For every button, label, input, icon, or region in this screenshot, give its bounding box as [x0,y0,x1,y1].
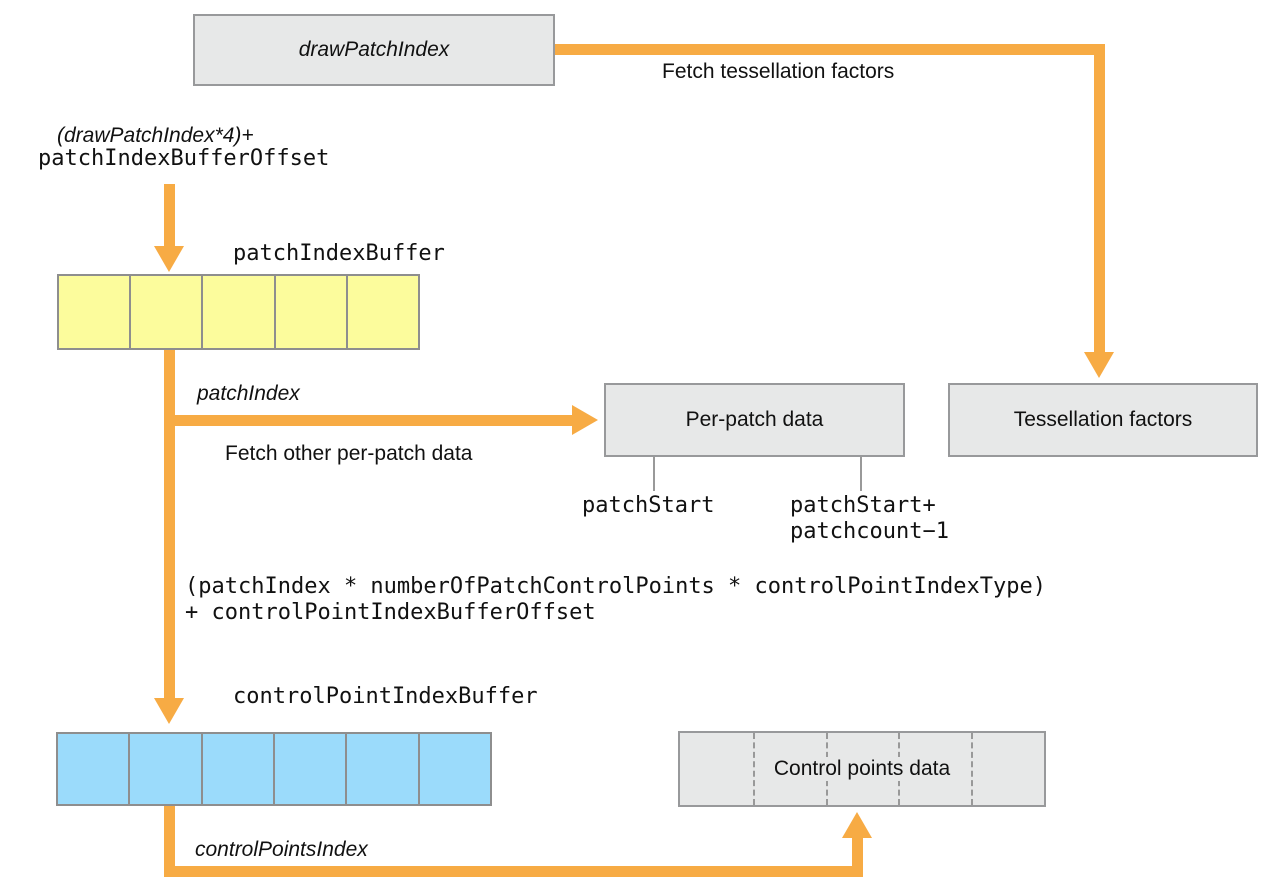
buffer-cell [203,276,276,348]
node-tessellation-factors: Tessellation factors [948,383,1258,457]
arrowhead-down-icon [154,246,184,272]
patch-index-label: patchIndex [197,382,300,405]
node-per-patch-data-label: Per-patch data [685,408,824,431]
arrow-into-patch-index-buffer [164,184,175,246]
buffer-cell [276,276,348,348]
edge-label-fetch-other-per-patch-data: Fetch other per-patch data [225,442,473,465]
node-draw-patch-index: drawPatchIndex [193,14,555,86]
dashed-separator [752,733,755,805]
arrowhead-down-icon [1084,352,1114,378]
buffer-cell [130,734,203,804]
control-point-index-formula: (patchIndex * numberOfPatchControlPoints… [185,574,1046,625]
arrow-control-points-h-segment [164,866,863,877]
buffer-cell [420,734,490,804]
tick-patch-start-plus [860,457,862,491]
buffer-cell [347,734,420,804]
arrowhead-right-icon [572,405,598,435]
arrow-control-points-up-segment [852,836,863,877]
patch-index-buffer-label: patchIndexBuffer [233,241,445,266]
buffer-cell [131,276,204,348]
arrow-fetch-tessellation-v-segment [1094,44,1105,354]
control-point-index-buffer [56,732,492,806]
buffer-cell [203,734,275,804]
control-points-index-label: controlPointsIndex [195,838,368,861]
draw-patch-offset-expression: (drawPatchIndex*4)+ [57,124,254,147]
arrowhead-up-icon [842,812,872,838]
patch-start-plus-label: patchStart+ patchcount−1 [790,493,949,544]
arrow-control-points-v-segment [164,806,175,867]
dashed-separator [971,733,974,805]
buffer-cell [58,734,131,804]
node-per-patch-data: Per-patch data [604,383,905,457]
arrow-patch-index-v-segment [164,350,175,700]
arrowhead-down-icon [154,698,184,724]
buffer-cell [275,734,348,804]
node-draw-patch-index-label: drawPatchIndex [298,38,450,61]
node-control-points-data: Control points data [678,731,1046,807]
patch-index-buffer [57,274,420,350]
buffer-cell [348,276,418,348]
arrow-fetch-tessellation-h-segment [555,44,1105,55]
node-control-points-data-label: Control points data [765,757,959,781]
edge-label-fetch-tessellation-factors: Fetch tessellation factors [662,60,895,83]
node-tessellation-factors-label: Tessellation factors [1013,408,1193,431]
patch-index-buffer-offset-label: patchIndexBufferOffset [38,146,330,171]
buffer-cell [59,276,132,348]
patch-start-label: patchStart [582,493,715,518]
control-point-index-buffer-label: controlPointIndexBuffer [233,684,538,709]
arrow-fetch-per-patch-h-segment [164,415,572,426]
tick-patch-start [653,457,655,491]
